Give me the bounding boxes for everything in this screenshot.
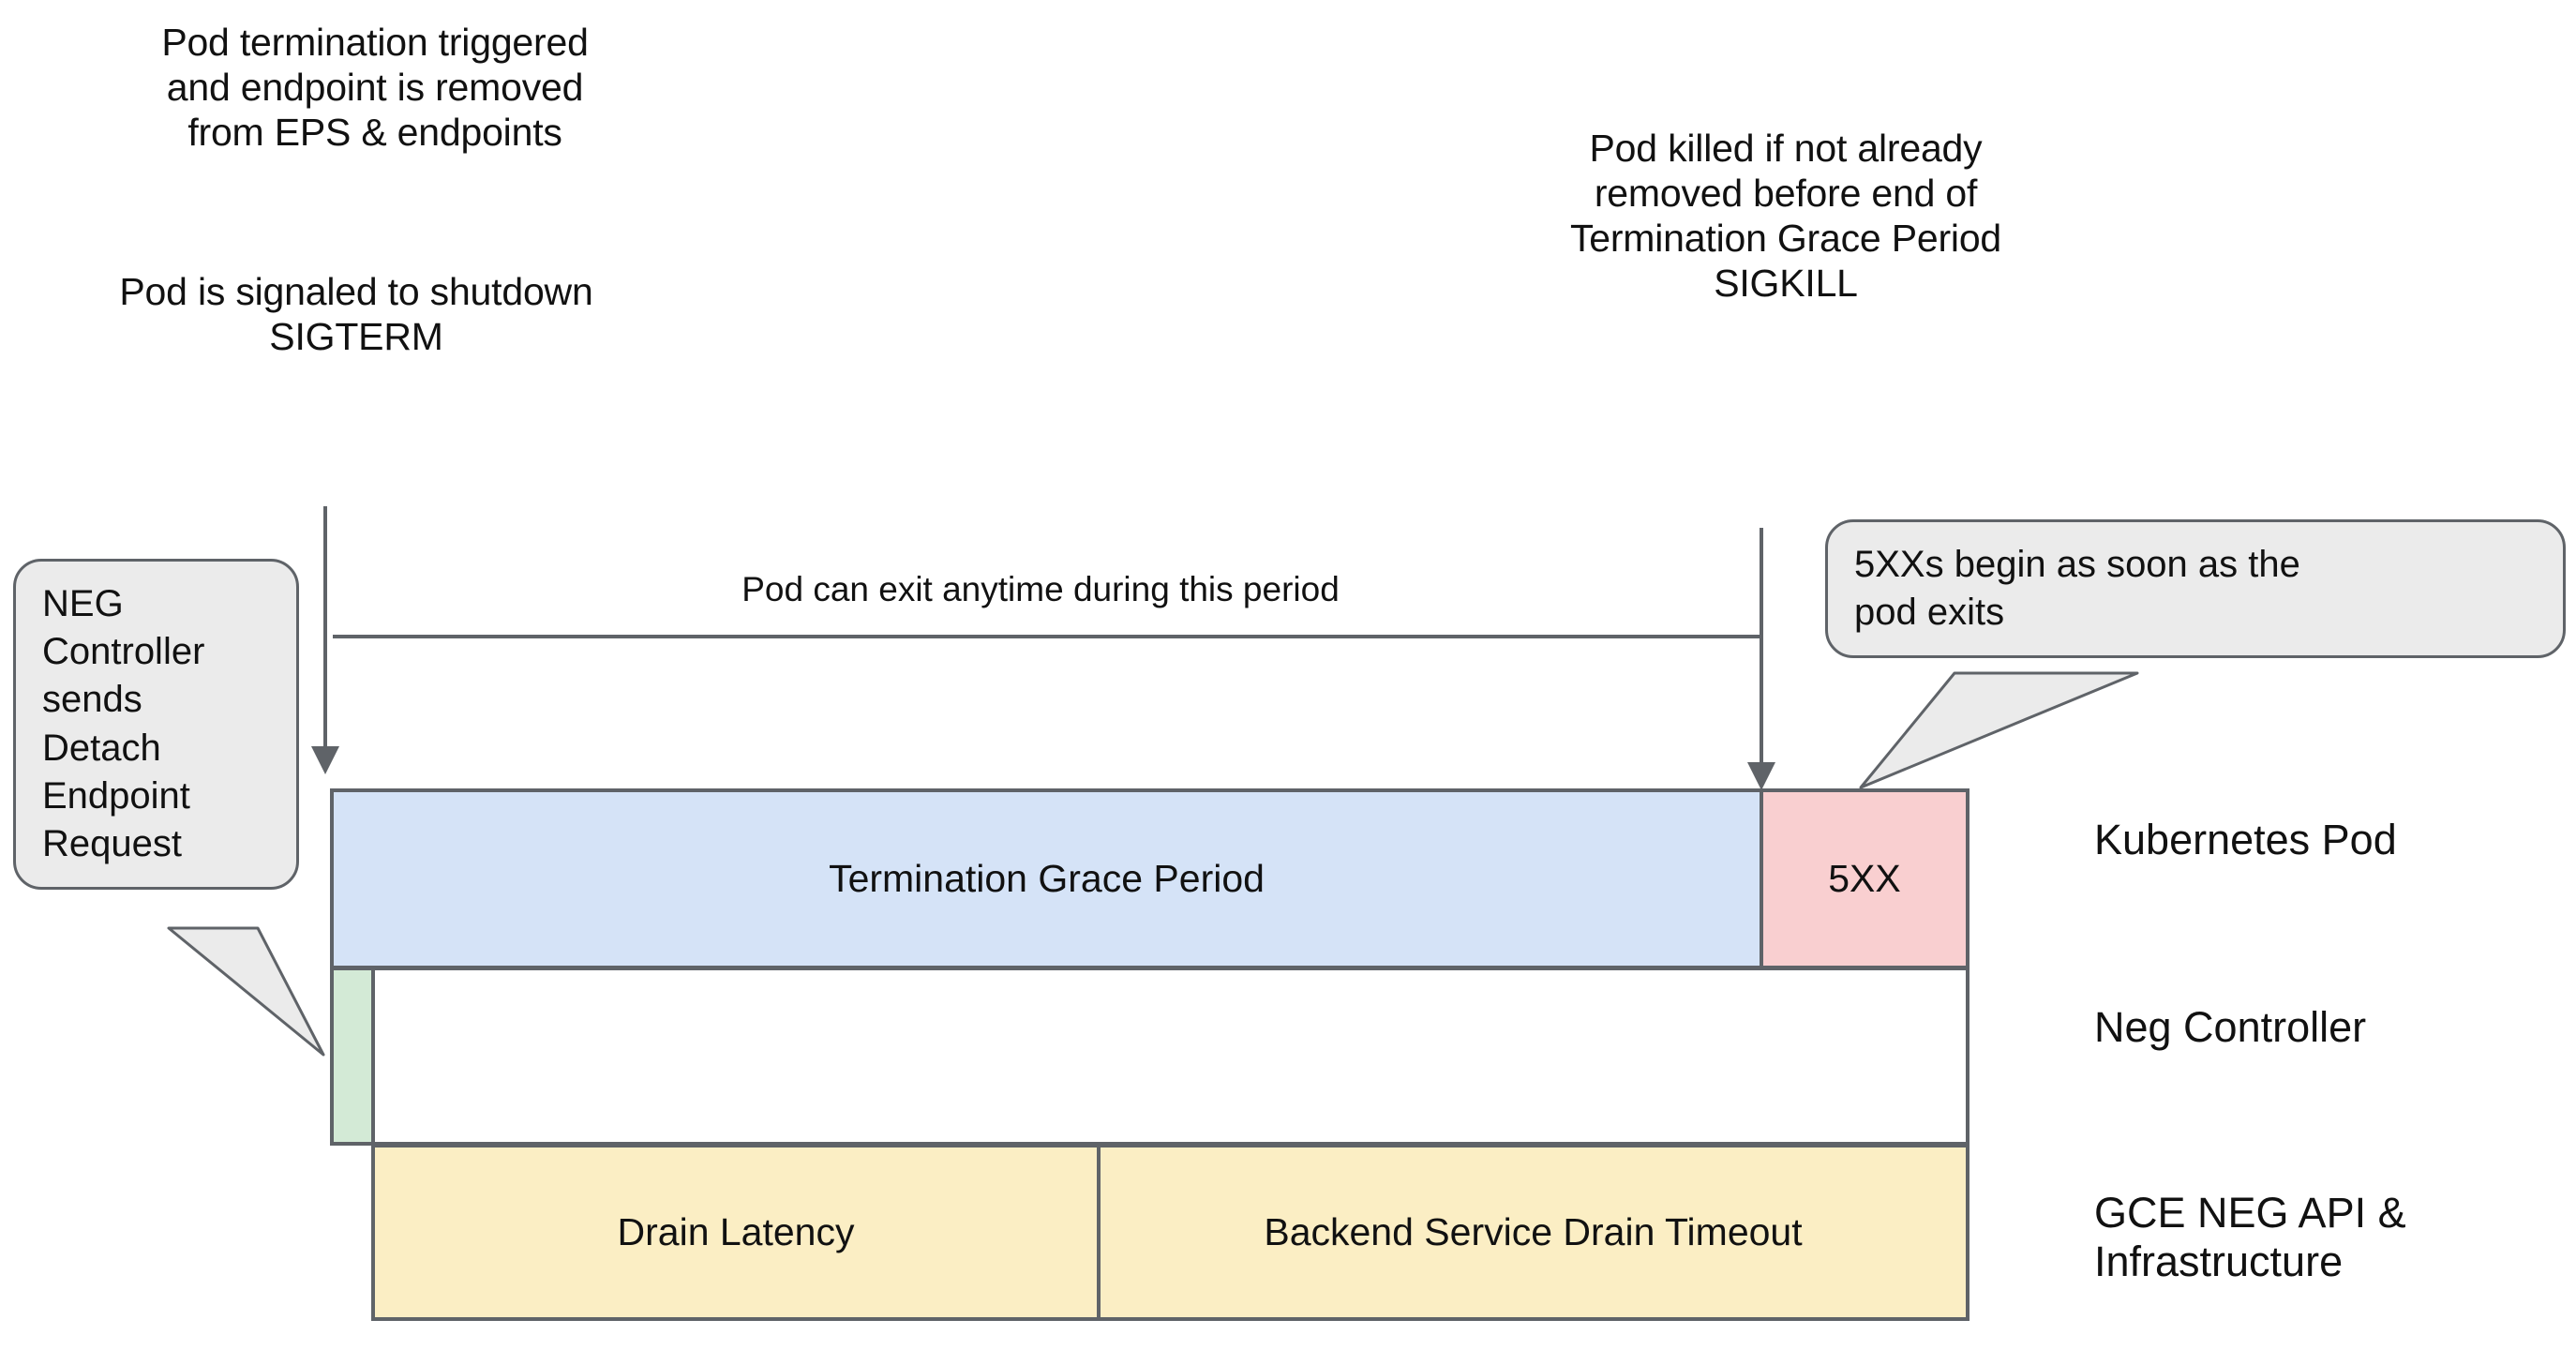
bar-label-termination-grace-period: Termination Grace Period <box>829 857 1265 900</box>
arrow-down-icon <box>1747 762 1775 790</box>
bar-label-5xx: 5XX <box>1828 857 1901 900</box>
lane-name-kubernetes-pod: Kubernetes Pod <box>2094 816 2397 863</box>
bar-neg-detach-endpoint[interactable] <box>330 967 375 1146</box>
marker-stem <box>323 506 327 748</box>
bar-label-backend-service-drain-timeout: Backend Service Drain Timeout <box>1264 1210 1803 1253</box>
lane-name-gce-neg-api-infrastructure: GCE NEG API & Infrastructure <box>2094 1189 2406 1286</box>
bar-drain-latency[interactable]: Drain Latency <box>371 1144 1101 1321</box>
span-rule-line <box>333 635 1760 638</box>
span-label-pod-can-exit: Pod can exit anytime during this period <box>741 570 1340 608</box>
marker-stem <box>1760 528 1763 764</box>
bar-backend-service-drain-timeout[interactable]: Backend Service Drain Timeout <box>1097 1144 1969 1321</box>
callout-neg-controller[interactable]: NEG Controller sends Detach Endpoint Req… <box>13 559 299 891</box>
bar-neg-controller-lane[interactable] <box>371 967 1969 1146</box>
annotation-pod-termination-triggered: Pod termination triggered and endpoint i… <box>161 21 589 154</box>
lane-name-neg-controller: Neg Controller <box>2094 1003 2367 1051</box>
bar-5xx[interactable]: 5XX <box>1760 788 1969 969</box>
annotation-pod-signaled-shutdown: Pod is signaled to shutdown SIGTERM <box>119 270 593 358</box>
annotation-pod-killed-sigkill: Pod killed if not already removed before… <box>1569 127 2002 305</box>
bar-label-drain-latency: Drain Latency <box>617 1210 855 1253</box>
arrow-down-icon <box>311 746 339 774</box>
callout-5xx-begin[interactable]: 5XXs begin as soon as the pod exits <box>1825 519 2566 659</box>
bar-termination-grace-period[interactable]: Termination Grace Period <box>330 788 1763 969</box>
